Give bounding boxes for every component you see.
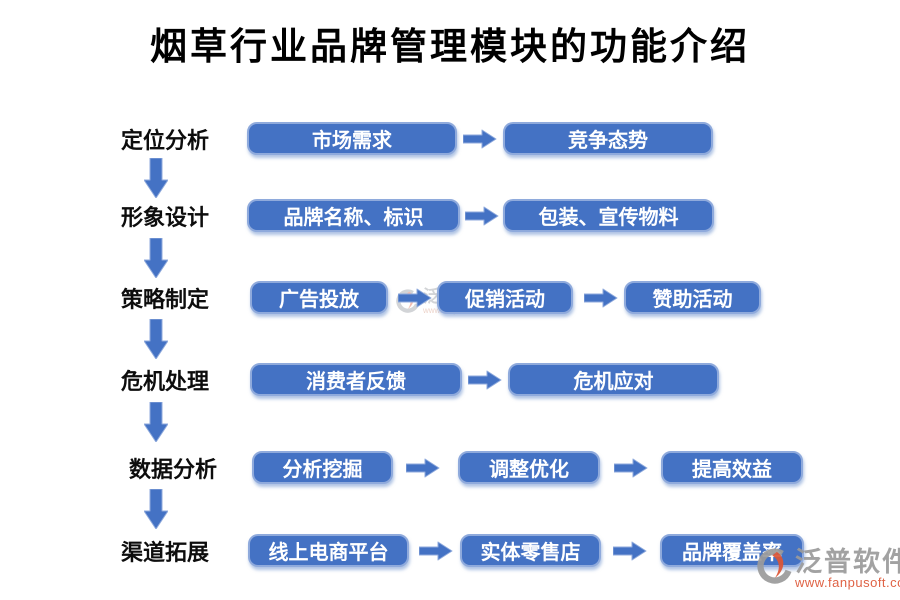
flow-box: 实体零售店 bbox=[460, 534, 601, 567]
stage-label: 渠道拓展 bbox=[120, 539, 209, 565]
flow-box: 赞助活动 bbox=[624, 281, 761, 314]
arrow-down-icon bbox=[144, 319, 168, 359]
arrow-right-icon bbox=[613, 541, 647, 561]
stage-label: 形象设计 bbox=[120, 204, 209, 230]
flow-box: 竞争态势 bbox=[503, 122, 713, 155]
flow-row-design: 形象设计 品牌名称、标识 包装、宣传物料 bbox=[0, 199, 900, 232]
arrow-down-icon bbox=[144, 402, 168, 442]
flow-box: 促销活动 bbox=[437, 281, 573, 314]
arrow-right-icon bbox=[419, 541, 453, 561]
arrow-right-icon bbox=[406, 458, 440, 478]
watermark-brand: 泛普软件 bbox=[795, 547, 900, 577]
arrow-down-icon bbox=[144, 238, 168, 278]
flow-box: 线上电商平台 bbox=[248, 534, 409, 567]
flow-box: 分析挖掘 bbox=[252, 451, 393, 484]
arrow-right-icon bbox=[398, 288, 432, 308]
stage-label: 危机处理 bbox=[120, 368, 209, 394]
watermark-url: www.fanpusoft.com bbox=[795, 575, 900, 590]
flow-row-crisis: 危机处理 消费者反馈 危机应对 bbox=[0, 363, 900, 396]
watermark-corner: 泛普软件 www.fanpusoft.com bbox=[757, 548, 900, 590]
flow-box: 品牌名称、标识 bbox=[247, 199, 460, 232]
flow-box: 广告投放 bbox=[250, 281, 388, 314]
arrow-right-icon bbox=[584, 288, 618, 308]
arrow-right-icon bbox=[468, 370, 502, 390]
stage-label: 策略制定 bbox=[120, 286, 209, 312]
stage-label: 数据分析 bbox=[128, 456, 217, 482]
arrow-right-icon bbox=[465, 206, 499, 226]
arrow-down-icon bbox=[144, 158, 168, 198]
arrow-right-icon bbox=[614, 458, 648, 478]
arrow-down-icon bbox=[144, 489, 168, 529]
flow-row-data: 数据分析 分析挖掘 调整优化 提高效益 bbox=[0, 451, 900, 484]
stage-label: 定位分析 bbox=[120, 127, 209, 153]
flow-box: 市场需求 bbox=[247, 122, 457, 155]
flow-row-positioning: 定位分析 市场需求 竞争态势 bbox=[0, 122, 900, 155]
fanpu-logo-icon bbox=[757, 548, 792, 584]
flow-row-strategy: 策略制定 广告投放 促销活动 赞助活动 bbox=[0, 281, 900, 314]
flow-box: 消费者反馈 bbox=[250, 363, 462, 396]
flow-box: 调整优化 bbox=[458, 451, 600, 484]
page-title: 烟草行业品牌管理模块的功能介绍 bbox=[150, 26, 750, 67]
flow-box: 包装、宣传物料 bbox=[503, 199, 714, 232]
flow-box: 提高效益 bbox=[661, 451, 803, 484]
arrow-right-icon bbox=[463, 129, 497, 149]
flow-box: 危机应对 bbox=[508, 363, 719, 396]
